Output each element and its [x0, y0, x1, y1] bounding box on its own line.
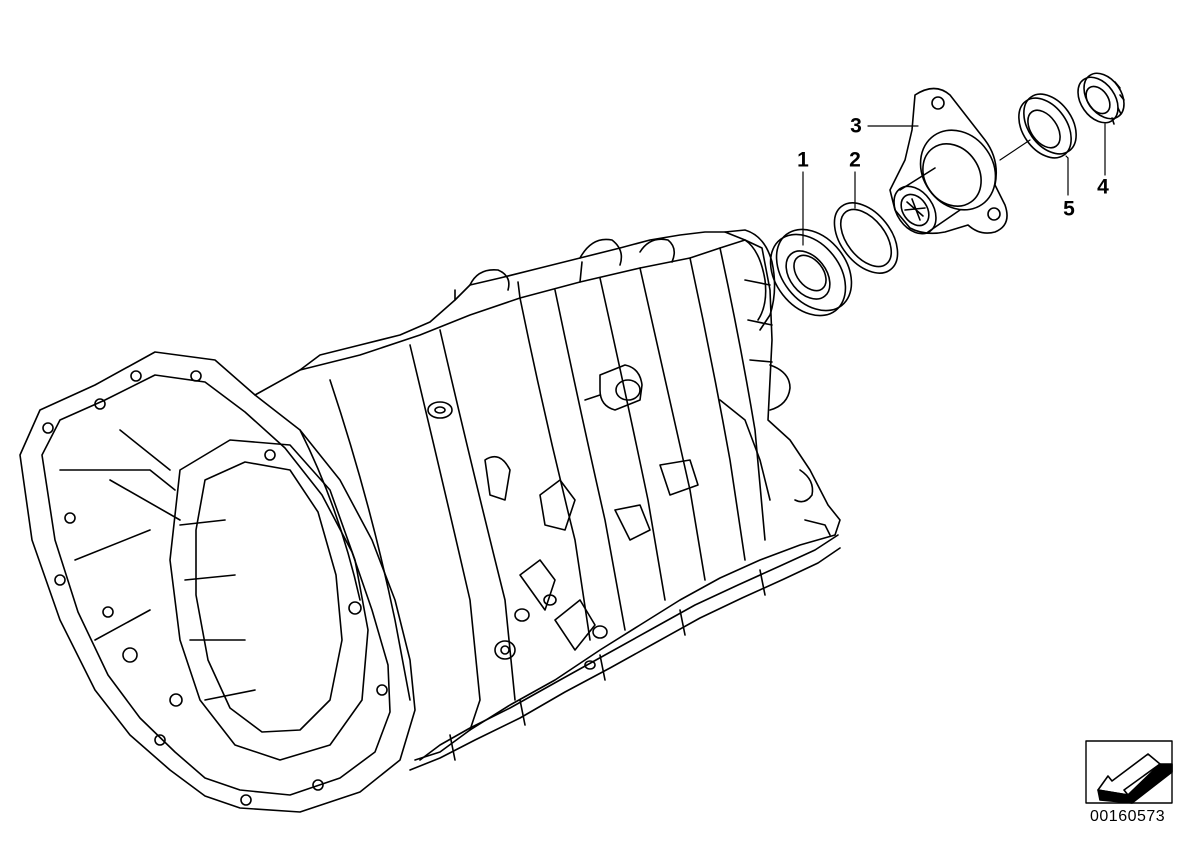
part-1-shaft-seal — [769, 228, 853, 317]
callout-2: 2 — [849, 148, 861, 172]
callout-1: 1 — [797, 148, 809, 172]
diagram-number: 00160573 — [1090, 808, 1166, 825]
part-5-seal-ring — [1018, 93, 1077, 159]
callout-3: 3 — [850, 114, 862, 138]
part-3-output-flange — [889, 87, 1008, 235]
part-4-collar-nut — [1077, 72, 1125, 125]
leader-lines — [802, 123, 1106, 246]
bell-housing-cavity — [169, 439, 369, 761]
bell-housing-flange — [19, 351, 416, 813]
flange-bolt-holes — [42, 370, 388, 806]
output-extension — [724, 229, 776, 331]
part-2-o-ring — [833, 202, 899, 274]
direction-arrow-icon — [1085, 740, 1173, 804]
oil-pan — [419, 534, 839, 761]
callout-5: 5 — [1063, 197, 1075, 221]
transmission-housing — [19, 231, 841, 813]
main-case-body — [254, 239, 841, 761]
callout-4: 4 — [1097, 175, 1109, 199]
